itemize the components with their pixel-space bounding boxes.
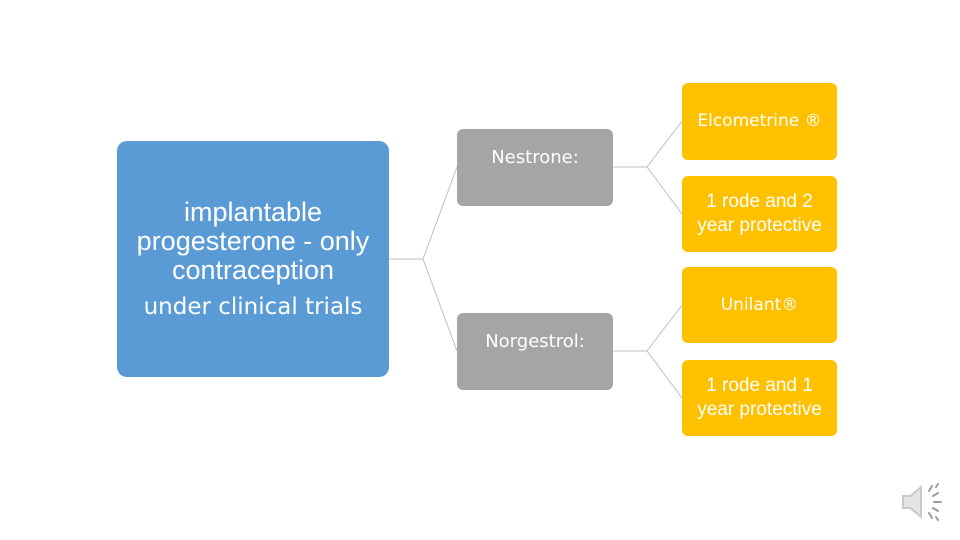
branch-node-norgestrol: Norgestrol: [457,313,613,390]
connector-root-nestrone [389,166,458,260]
leaf-label: Unilant® [720,295,799,315]
connector-root-norgestrol [389,258,458,352]
leaf-label: Elcometrine ® [697,111,822,131]
root-node: implantable progesterone - only contrace… [117,141,389,377]
root-subtitle: under clinical trials [143,293,363,320]
branch-label: Nestrone: [491,147,579,168]
connector-nestrone-rode2 [613,166,683,215]
leaf-node-unilant: Unilant® [682,267,837,343]
connector-nestrone-elcometrine [613,120,683,168]
leaf-label: 1 rode and 2 year protective [697,191,822,236]
branch-label: Norgestrol: [485,331,585,352]
root-title: implantable progesterone - only contrace… [136,196,370,285]
connector-norgestrol-rode1 [613,350,683,399]
leaf-label: 1 rode and 1 year protective [697,375,822,420]
leaf-node-rode-2-year: 1 rode and 2 year protective [682,176,837,252]
leaf-node-elcometrine: Elcometrine ® [682,83,837,160]
leaf-node-rode-1-year: 1 rode and 1 year protective [682,360,837,436]
speaker-icon[interactable] [898,478,950,526]
connector-norgestrol-unilant [613,304,683,352]
branch-node-nestrone: Nestrone: [457,129,613,206]
